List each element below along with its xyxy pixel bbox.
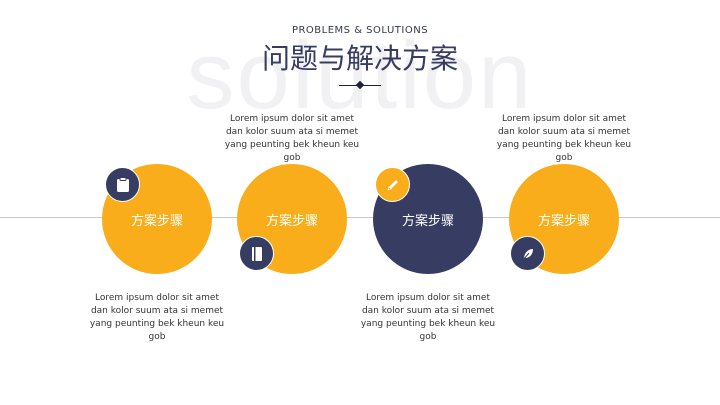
pencil-icon: [375, 167, 410, 202]
clipboard-icon: [105, 167, 140, 202]
leaf-icon: [510, 236, 545, 271]
step-1-label: 方案步骤: [130, 213, 183, 229]
book-icon: [239, 236, 274, 271]
watermark-text: solution: [186, 22, 534, 129]
step-4-label: 方案步骤: [537, 213, 590, 229]
step-4-description: Lorem ipsum dolor sit amet dan kolor suu…: [496, 114, 632, 163]
timeline-line: [0, 217, 720, 218]
step-2-circle[interactable]: 方案步骤: [237, 164, 347, 274]
step-2-description: Lorem ipsum dolor sit amet dan kolor suu…: [224, 114, 360, 163]
page-title: 问题与解决方案: [261, 42, 458, 75]
step-3-description: Lorem ipsum dolor sit amet dan kolor suu…: [360, 293, 496, 342]
page-subtitle: PROBLEMS & SOLUTIONS: [291, 25, 429, 36]
step-3-label: 方案步骤: [401, 213, 454, 229]
step-1-description: Lorem ipsum dolor sit amet dan kolor suu…: [89, 293, 225, 342]
step-2-label: 方案步骤: [265, 213, 318, 229]
